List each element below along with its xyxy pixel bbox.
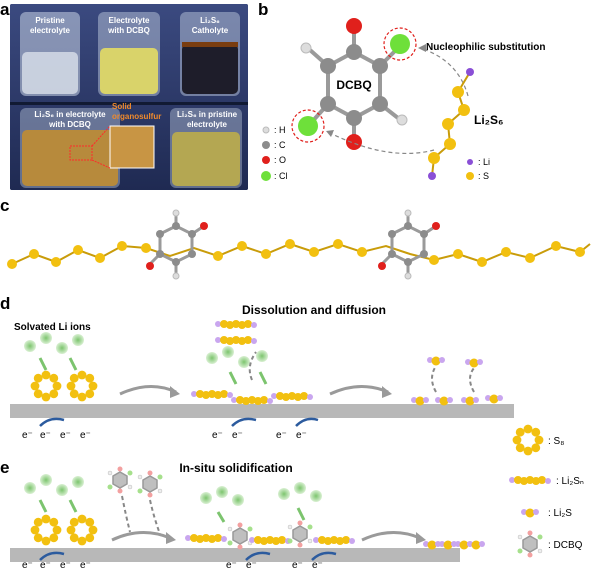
electron-label: e⁻ (40, 560, 51, 571)
panel-letter-c: c (0, 196, 10, 215)
li2s6-label: Li₂S₆ (474, 113, 503, 127)
electron-label: e⁻ (212, 430, 223, 441)
electron-label: e⁻ (80, 560, 91, 571)
li2s6-chain (428, 68, 474, 180)
solvated-li-label: Solvated Li ions (14, 322, 91, 333)
vial5-label: Li₂S₆ in pristine electrolyte (176, 110, 238, 129)
electron-label: e⁻ (22, 430, 33, 441)
vial2-label: Electrolyte with DCBQ (108, 16, 150, 35)
s8-ring (66, 370, 98, 402)
substitution-arrow (419, 47, 469, 97)
legend-h: : H (274, 125, 286, 135)
substitution-arrow (327, 131, 435, 155)
legend-s8: : S₈ (548, 436, 564, 447)
atom-legend-left: : H : C : O : Cl (261, 125, 288, 181)
process-arrow (119, 385, 177, 396)
solid-organosulfur-inset (110, 126, 154, 168)
electrode-d (10, 404, 514, 418)
vial-photo: Pristine electrolyte Electrolyte with DC… (10, 4, 248, 190)
panel-letter-a: a (0, 0, 10, 19)
legend-o: : O (274, 155, 286, 165)
legend-cl: : Cl (274, 171, 288, 181)
dissolution-process-diagram: Dissolution and diffusion Solvated Li io… (10, 303, 514, 441)
oxygen-atom (346, 134, 362, 150)
legend-s: : S (478, 171, 489, 181)
carbon-atom (320, 96, 336, 112)
hydrogen-atom (300, 42, 312, 54)
dcbq-molecule (106, 465, 134, 495)
dcbq-molecule (136, 469, 164, 499)
chlorine-atom (390, 34, 410, 54)
species-legend: : S₈ : Li₂Sₙ : Li₂S : DCBQ (509, 424, 584, 559)
legend-li: : Li (478, 157, 490, 167)
atom-legend-right: : Li : S (466, 157, 490, 181)
panel-letter-e: e (0, 458, 10, 477)
vial1-label: Pristine electrolyte (29, 16, 71, 35)
solidification-title: In-situ solidification (179, 461, 292, 475)
oxygen-atom (346, 18, 362, 34)
electron-label: e⁻ (312, 560, 323, 571)
carbon-atom (346, 110, 362, 126)
electrode-e (10, 548, 460, 562)
electron-label: e⁻ (292, 560, 303, 571)
legend-li2s: : Li₂S (548, 508, 572, 519)
dissolution-title: Dissolution and diffusion (242, 303, 386, 317)
electron-label: e⁻ (60, 560, 71, 571)
chain-sulfur-atoms (7, 239, 585, 269)
carbon-atom (320, 58, 336, 74)
chain-ring-atoms (146, 209, 440, 280)
reaction-label: Nucleophilic substitution (426, 42, 545, 53)
vial3-label: Li₂S₆ Catholyte (191, 16, 229, 35)
hydrogen-atom (396, 114, 408, 126)
carbon-atom (346, 44, 362, 60)
electron-label: e⁻ (40, 430, 51, 441)
electron-label: e⁻ (246, 560, 257, 571)
panel-letter-b: b (258, 0, 269, 19)
electron-label: e⁻ (296, 430, 307, 441)
molecule-reaction-diagram: DCBQ Nucleophilic substitution Li₂S₆ : H… (261, 18, 545, 181)
panel-letter-d: d (0, 294, 11, 313)
electron-label: e⁻ (232, 430, 243, 441)
substitution-site-marker (383, 27, 417, 61)
legend-li2sn: : Li₂Sₙ (556, 476, 584, 487)
vial-photo-drawing (10, 4, 248, 190)
electron-label: e⁻ (276, 430, 287, 441)
vial4-label: Li₂S₆ in electrolyte with DCBQ (34, 110, 106, 129)
organosulfur-polymer-chain (7, 209, 591, 280)
legend-dcbq: : DCBQ (548, 540, 583, 551)
carbon-atom (372, 58, 388, 74)
electron-label: e⁻ (60, 430, 71, 441)
electron-label: e⁻ (80, 430, 91, 441)
s8-ring (30, 370, 62, 402)
substitution-site-marker (291, 109, 325, 143)
chlorine-atom (298, 116, 318, 136)
solidification-process-diagram: In-situ solidification e⁻ e⁻ e⁻ e⁻ e⁻ e⁻… (10, 461, 485, 571)
solid-organosulfur-label: Solid organosulfur (112, 102, 162, 121)
electron-label: e⁻ (226, 560, 237, 571)
electron-label: e⁻ (22, 560, 33, 571)
legend-c: : C (274, 140, 286, 150)
dcbq-label: DCBQ (336, 78, 371, 92)
carbon-atom (372, 96, 388, 112)
electron-transfer-arrow (39, 417, 65, 427)
process-arrow (329, 385, 389, 396)
